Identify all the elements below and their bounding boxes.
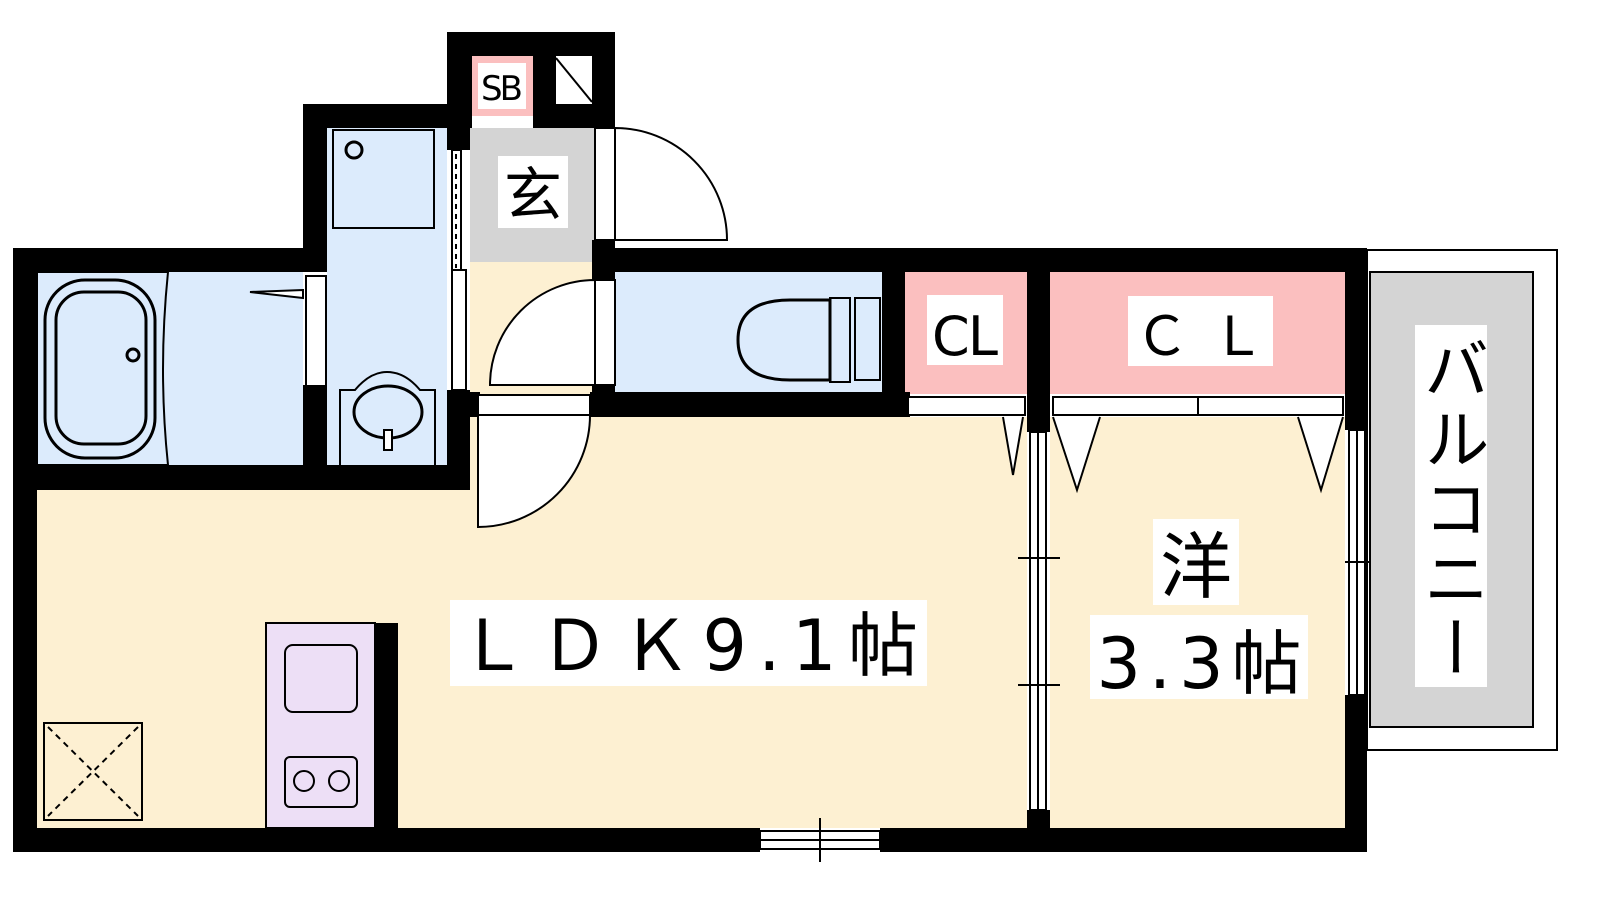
balcony-label: バルコニー [1413,335,1490,680]
meter-box [555,56,593,104]
ldk-label: ＬＤＫ9.1帖 [458,605,918,687]
entrance-label: 玄 [504,161,562,229]
entrance-door[interactable] [594,126,729,241]
washroom-door[interactable] [249,275,327,387]
bathtub-icon [36,271,170,466]
balcony-window[interactable] [1345,429,1370,696]
sliding-partition[interactable] [1018,431,1060,811]
closet-small-label: CL [932,305,998,368]
washroom-floor [327,128,447,465]
balcony [1366,249,1558,751]
toilet-icon [736,297,881,383]
ldk-floor-upper [37,490,470,500]
sink-icon [284,644,358,713]
toilet-floor [615,272,882,392]
kitchen-counter [265,622,376,829]
fridge-space-icon [43,722,143,821]
stove-icon [284,756,358,808]
washing-machine-icon [332,129,435,229]
shoe-box-label: SB [481,69,523,109]
washbasin-icon [339,370,436,465]
western-room-size: 3.3帖 [1097,623,1302,705]
walls [13,32,1367,852]
ldk-door[interactable] [477,394,592,529]
washroom-sliding-door[interactable] [451,149,467,391]
ldk-window[interactable] [759,818,881,862]
toilet-door[interactable] [488,278,616,386]
closet-doors[interactable] [907,396,1344,494]
western-room-label: 洋 [1160,525,1232,609]
